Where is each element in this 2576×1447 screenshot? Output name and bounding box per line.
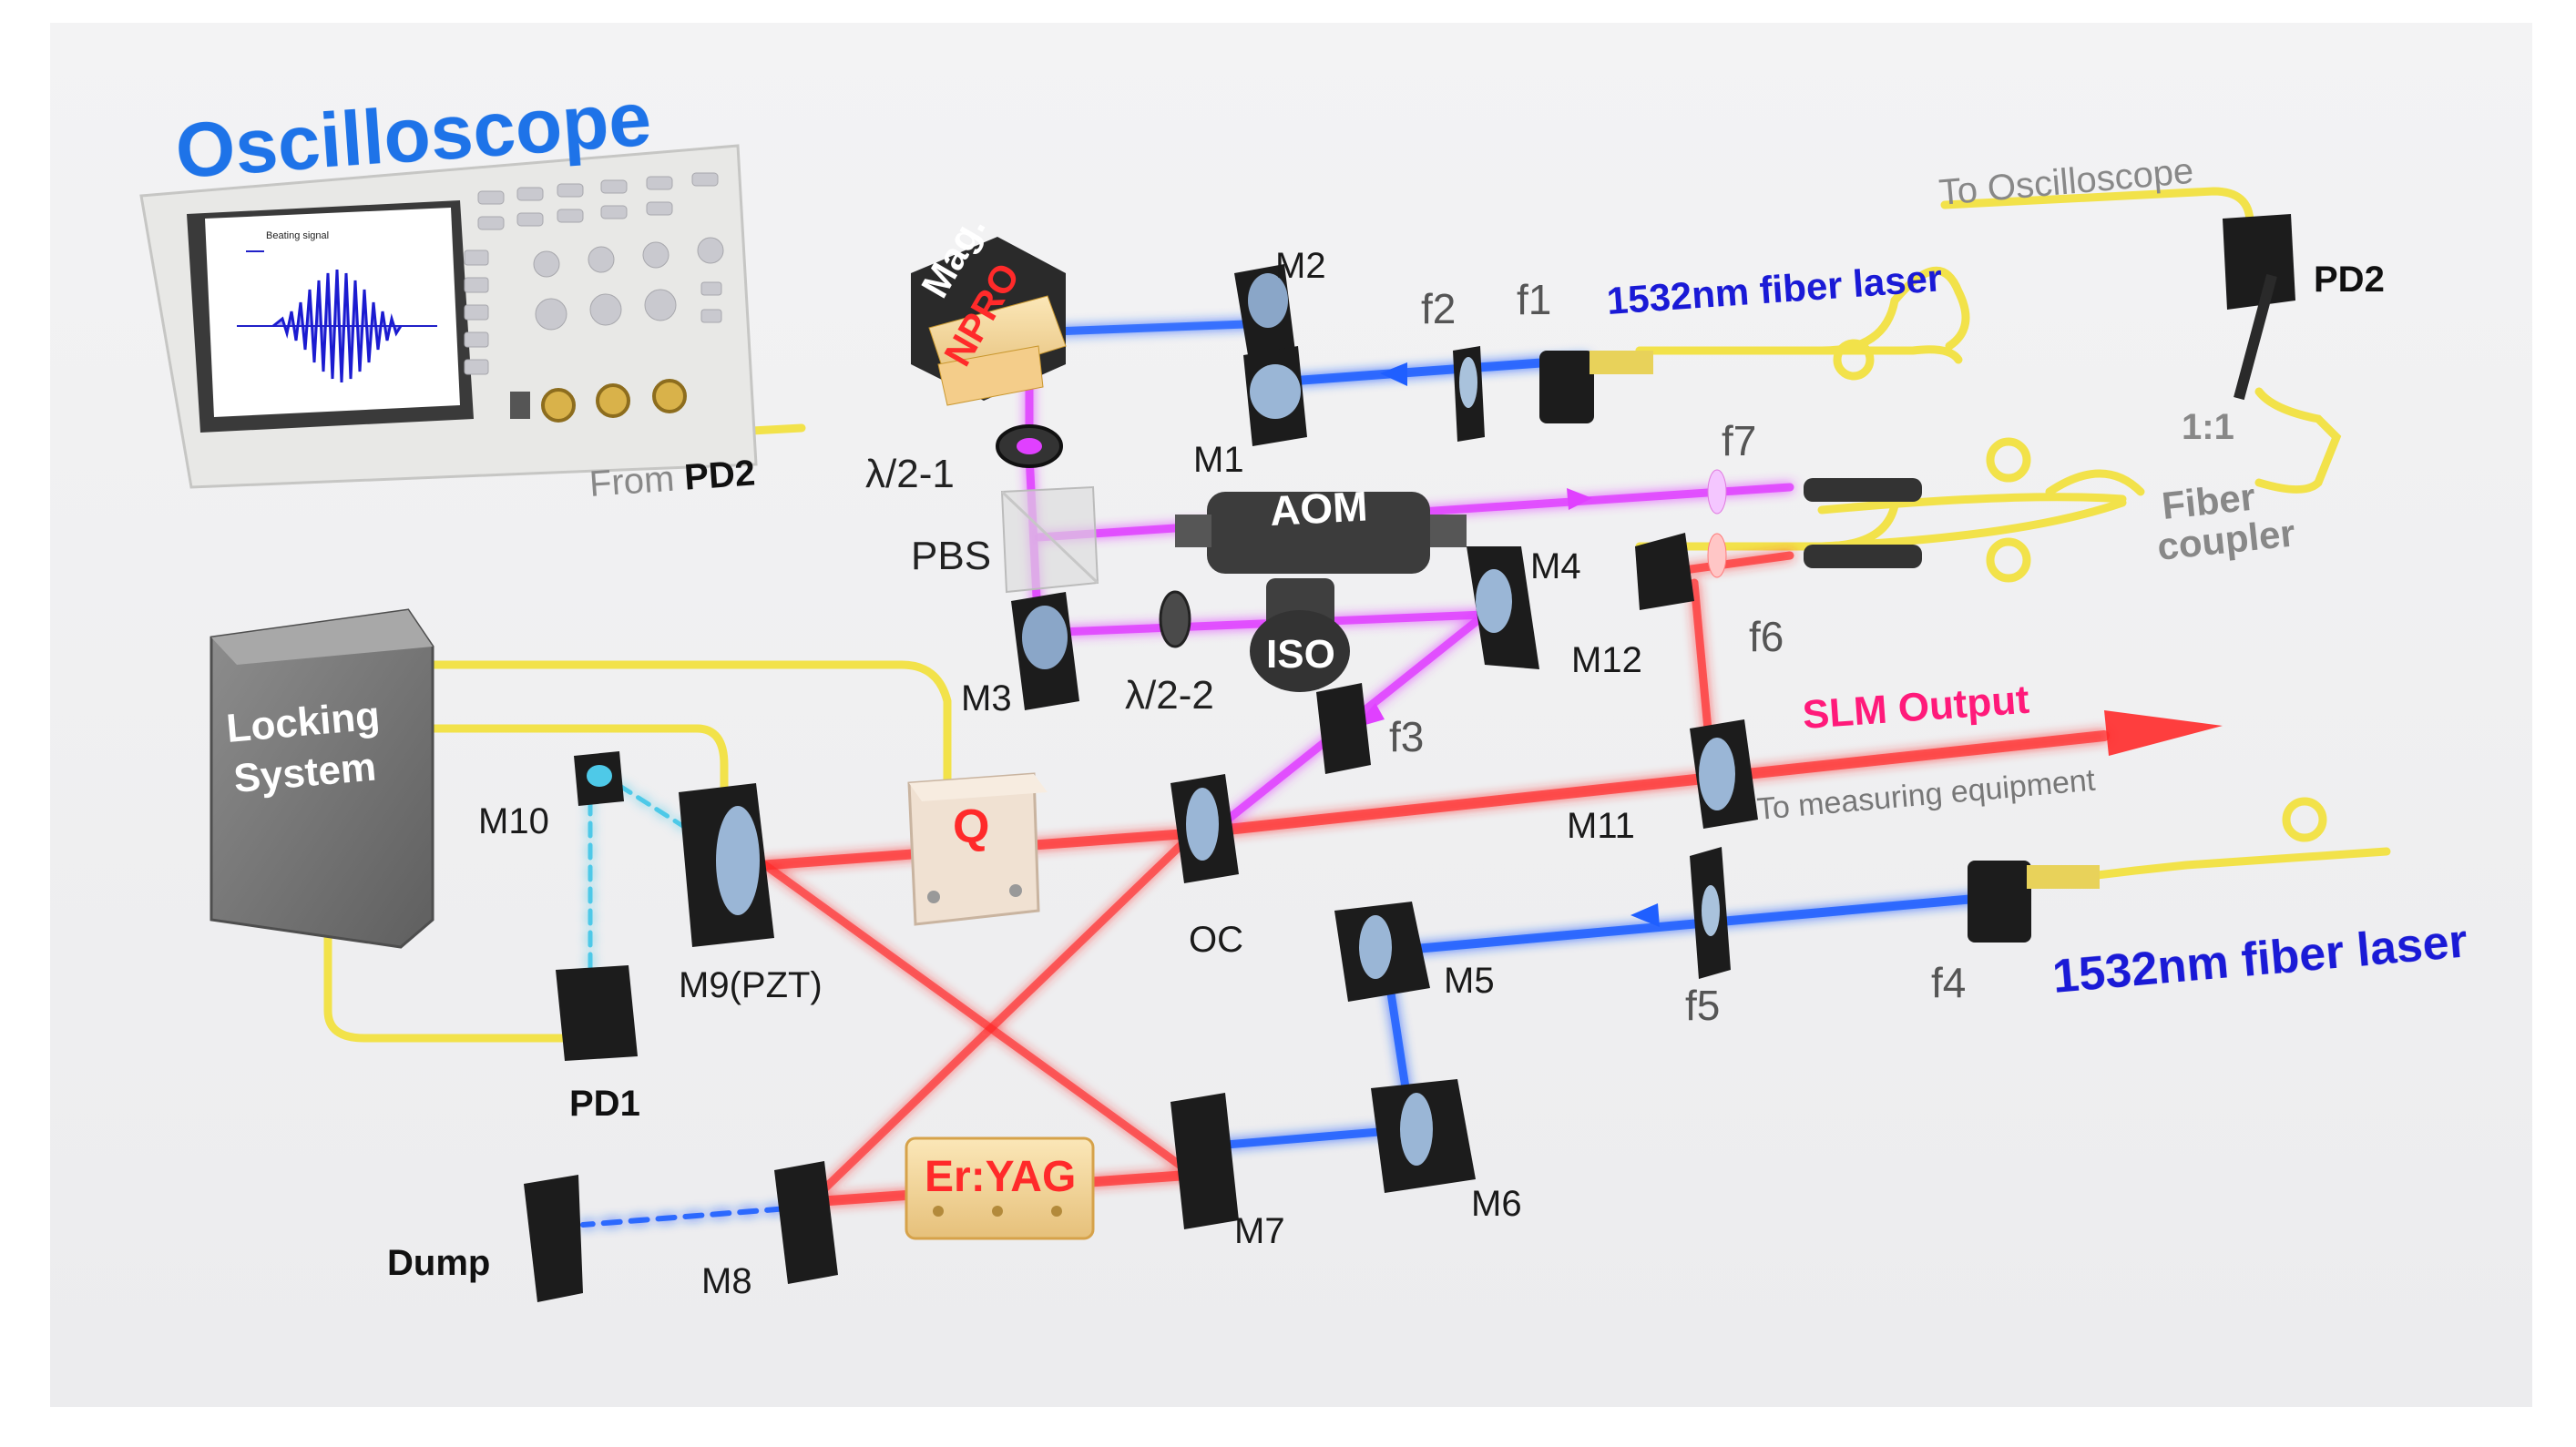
- label-m1: M1: [1193, 440, 1244, 480]
- beam-dump: [524, 1175, 583, 1302]
- beam-arrows: [1353, 362, 2223, 927]
- label-m8: M8: [701, 1261, 752, 1301]
- coupler-fiber-a: [1817, 493, 2127, 515]
- beating-signal-trace: [237, 250, 437, 383]
- aom-label: AOM: [1269, 482, 1369, 535]
- label-f3: f3: [1389, 713, 1424, 760]
- oscilloscope-screen: [205, 208, 460, 417]
- fiber-loop-3: [1986, 437, 2031, 483]
- label-f4: f4: [1931, 959, 1966, 1006]
- beating-signal-label: Beating signal: [266, 230, 329, 241]
- label-m3: M3: [961, 678, 1012, 718]
- fiber-collimator-f6: [1804, 545, 1922, 568]
- collimator-f1: [1539, 351, 1594, 423]
- fiber-loop-2: [2282, 797, 2327, 842]
- label-f6: f6: [1749, 613, 1784, 660]
- q-label: Q: [953, 800, 989, 853]
- q-switch: [907, 772, 1048, 926]
- half-wave-plate-1: [996, 424, 1063, 468]
- lens-labels: f2 f1 f3 f7 f6 f5 f4: [1389, 276, 1966, 1029]
- label-f7: f7: [1722, 417, 1756, 464]
- pbs-cube: [1000, 485, 1099, 594]
- red-beam-oc-m8: [806, 829, 1198, 1207]
- lock-to-pzt-cable: [424, 724, 729, 806]
- coupler-arm: [2045, 469, 2145, 496]
- lens-f3: [1316, 683, 1371, 774]
- fiber-collimator-f7: [1804, 478, 1922, 502]
- iso-label: ISO: [1266, 632, 1335, 677]
- fiber-loop-1: [1833, 339, 1875, 381]
- mirror-m7: [1170, 1093, 1239, 1229]
- er-yag-label: Er:YAG: [925, 1153, 1076, 1201]
- label-f1: f1: [1517, 276, 1551, 323]
- fiber-laser-1-connector: [1590, 351, 1653, 374]
- lens-f7: [1707, 469, 1727, 515]
- isolator: [1250, 578, 1350, 692]
- aom-output-arrow: [1567, 488, 1592, 510]
- lock-to-pd1-cable: [323, 933, 569, 1043]
- locking-system: [210, 608, 434, 949]
- pd2-fiber-connector: [2234, 273, 2277, 401]
- photodetector-pd2: [2223, 214, 2295, 310]
- slm-output-arrow: [2104, 710, 2223, 756]
- npro-laser: [911, 237, 1067, 406]
- label-m9: M9(PZT): [679, 965, 823, 1005]
- component-labels: M2 M1 M3 M4 M12 M11 OC M5 M6 M7 M8 M9(PZ…: [478, 246, 1642, 1301]
- pd2-fiber: [2254, 387, 2342, 494]
- label-oc: OC: [1189, 920, 1243, 960]
- red-beam-output: [1188, 730, 2110, 839]
- pbs-label: PBS: [911, 534, 991, 578]
- laser2-arrow: [1630, 903, 1660, 927]
- label-m2: M2: [1275, 246, 1326, 286]
- fiber-coupler-label-1: Fiber: [2160, 474, 2257, 526]
- laser1-arrow: [1380, 362, 1407, 386]
- blue-beam-laser1: [1266, 355, 1590, 387]
- oscilloscope: Beating signal: [139, 144, 758, 489]
- blue-beam-m2-npro: [1025, 319, 1275, 337]
- blue-beam-dump: [580, 1204, 813, 1228]
- from-pd2-label: From PD2: [588, 453, 757, 504]
- coupler-ratio-label: 1:1: [2182, 407, 2234, 447]
- mirror-m12: [1635, 533, 1694, 610]
- pd2-label: PD2: [2314, 260, 2385, 300]
- label-m10: M10: [478, 801, 549, 841]
- lens-f6: [1707, 533, 1727, 578]
- oscilloscope-controls: [464, 172, 724, 375]
- pd1-label: PD1: [569, 1084, 640, 1124]
- label-f2: f2: [1421, 285, 1456, 332]
- half-wave-1-label: λ/2-1: [865, 452, 955, 496]
- red-beam-m9-m7: [761, 861, 1198, 1179]
- magenta-beam-m3-m4: [1034, 610, 1489, 637]
- fiber-laser-1-cable: [1690, 345, 1963, 364]
- oscilloscope-bnc-ports: [510, 379, 687, 423]
- fiber-laser-2-connector: [2027, 865, 2100, 889]
- mirror-m8: [774, 1161, 838, 1284]
- coupler-fiber-b: [1817, 498, 2127, 551]
- blue-beam-laser2: [1380, 892, 1999, 956]
- lenses: [1316, 346, 2100, 979]
- fiber-loop-top: [1890, 266, 1970, 351]
- mirror-mounts: [524, 214, 2295, 1302]
- collimator-f4: [1968, 861, 2031, 943]
- photodetector-pd1: [556, 965, 638, 1061]
- label-f5: f5: [1685, 982, 1720, 1029]
- half-wave-2-label: λ/2-2: [1125, 673, 1214, 718]
- label-m12: M12: [1571, 640, 1642, 680]
- aom: [1175, 492, 1467, 574]
- fiber-loop-4: [1986, 537, 2031, 583]
- dump-label: Dump: [387, 1243, 490, 1283]
- half-wave-plate-2: [1159, 590, 1191, 648]
- lock-to-q-cable: [424, 660, 952, 797]
- label-m11: M11: [1567, 806, 1635, 846]
- label-m7: M7: [1234, 1211, 1285, 1251]
- er-yag-crystal: [905, 1136, 1095, 1240]
- label-m4: M4: [1530, 546, 1581, 586]
- label-m5: M5: [1444, 961, 1495, 1001]
- label-m6: M6: [1471, 1184, 1522, 1224]
